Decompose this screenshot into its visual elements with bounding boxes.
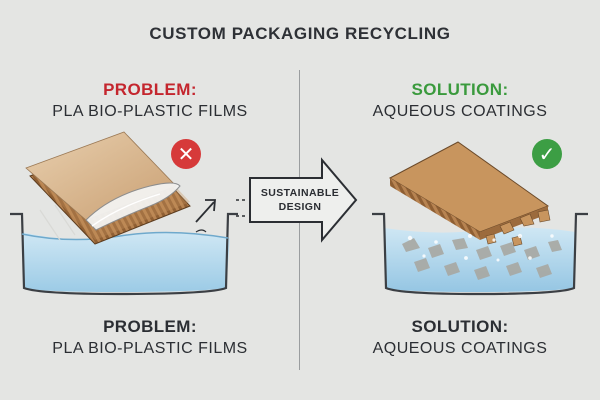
left-release-arrow bbox=[195, 199, 216, 233]
check-icon: ✓ bbox=[532, 139, 562, 169]
solution-heading-subject: AQUEOUS COATINGS bbox=[372, 103, 548, 120]
solution-caption: SOLUTION: AQUEOUS COATINGS bbox=[330, 317, 590, 358]
solution-caption-keyword: SOLUTION: bbox=[411, 317, 509, 336]
problem-heading: PROBLEM: PLA BIO-PLASTIC FILMS bbox=[20, 80, 280, 121]
solution-caption-subject: AQUEOUS COATINGS bbox=[372, 340, 548, 357]
arrow-label-line1: SUSTAINABLE bbox=[260, 187, 340, 199]
sustainable-design-label: SUSTAINABLE DESIGN bbox=[250, 186, 350, 214]
problem-caption-keyword: PROBLEM: bbox=[103, 317, 197, 336]
x-icon: ✕ bbox=[171, 139, 201, 169]
problem-heading-subject: PLA BIO-PLASTIC FILMS bbox=[52, 103, 248, 120]
problem-caption-subject: PLA BIO-PLASTIC FILMS bbox=[52, 340, 248, 357]
right-dissolving-cardboard bbox=[388, 141, 562, 280]
page-title: CUSTOM PACKAGING RECYCLING bbox=[149, 24, 451, 43]
arrow-label-line2: DESIGN bbox=[278, 201, 322, 213]
problem-caption: PROBLEM: PLA BIO-PLASTIC FILMS bbox=[20, 317, 280, 358]
problem-heading-keyword: PROBLEM: bbox=[103, 80, 197, 99]
left-water-tank bbox=[10, 212, 238, 296]
sustainable-design-arrow bbox=[236, 157, 358, 243]
left-cardboard-with-film bbox=[25, 131, 191, 245]
solution-heading: SOLUTION: AQUEOUS COATINGS bbox=[330, 80, 590, 121]
solution-heading-keyword: SOLUTION: bbox=[411, 80, 509, 99]
